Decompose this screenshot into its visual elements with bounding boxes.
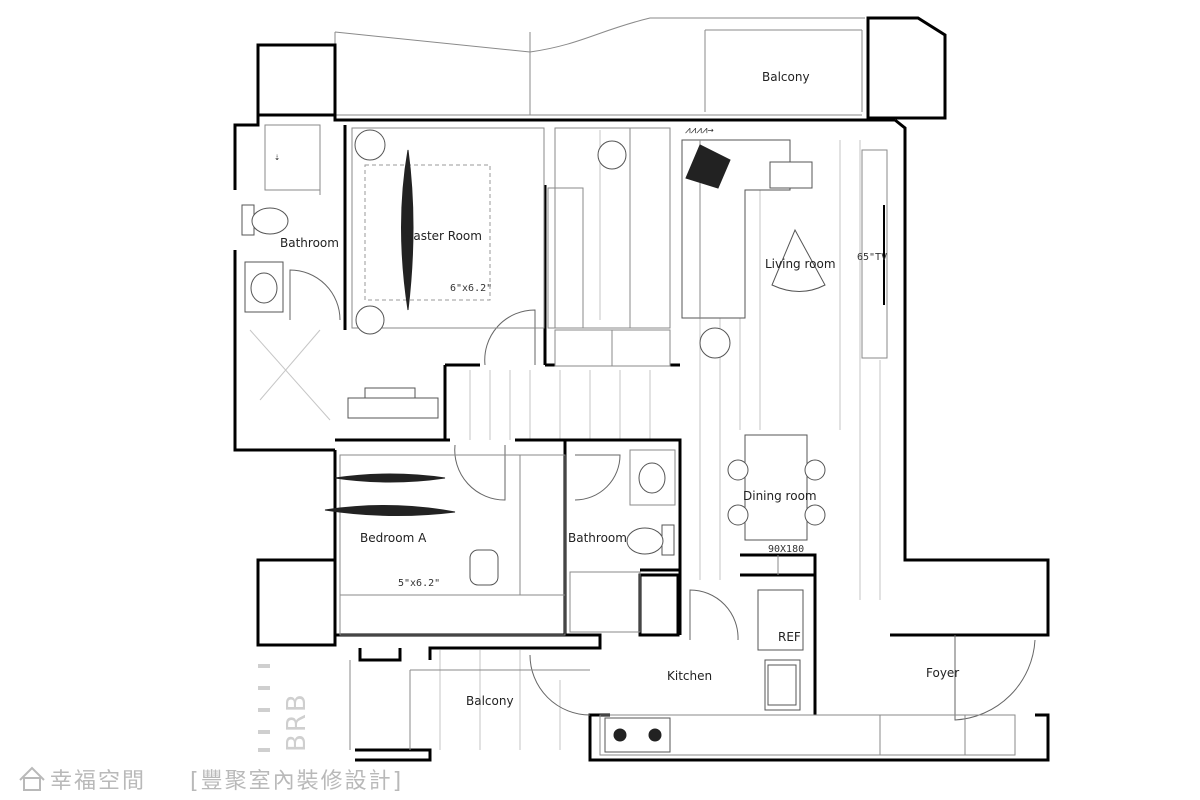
label-dining-room: Dining room <box>743 489 817 503</box>
bathroom-b <box>569 449 676 633</box>
walls <box>233 16 1050 762</box>
label-bedroom-bed-size: 5"x6.2" <box>398 578 440 589</box>
house-outline-icon <box>19 766 45 791</box>
room-labels: Balcony Bathroom Master Room 6"x6.2" Liv… <box>280 70 959 708</box>
label-kitchen: Kitchen <box>667 669 712 683</box>
brb-logo: BRB <box>258 664 312 752</box>
master-room <box>347 127 545 419</box>
label-ref: REF <box>778 630 801 644</box>
stove-burner-icon <box>648 728 662 742</box>
closets <box>547 127 671 367</box>
coffee-table-icon <box>771 228 826 292</box>
label-bathroom-master: Bathroom <box>280 236 339 250</box>
label-bedroom-a: Bedroom A <box>360 531 427 545</box>
brb-logo-text: BRB <box>282 692 312 752</box>
floor-pattern <box>249 130 881 750</box>
label-foyer: Foyer <box>926 666 959 680</box>
sink-icon <box>638 462 666 494</box>
label-bathroom-b: Bathroom <box>568 531 627 545</box>
label-balcony-top: Balcony <box>762 70 810 84</box>
dining-area <box>727 434 826 575</box>
toilet-icon <box>626 527 664 555</box>
stove-burner-icon <box>613 728 627 742</box>
doors <box>289 269 1036 721</box>
shower-head-icon: ⇣ <box>274 152 280 163</box>
label-dining-table-size: 90X180 <box>768 544 804 555</box>
toilet-icon <box>251 207 289 235</box>
label-balcony-bottom: Balcony <box>466 694 514 708</box>
watermark-brand: 幸福空間 <box>50 769 146 794</box>
label-master-room: Master Room <box>403 229 482 243</box>
watermark: 幸福空間 [豐聚室內裝修設計] BRB <box>19 664 403 794</box>
sink-icon <box>250 272 278 304</box>
living-room: ⩘⩘⩘⩘→ <box>681 125 888 359</box>
radiator-icon: ⩘⩘⩘⩘→ <box>685 125 714 136</box>
label-master-bed-size: 6"x6.2" <box>450 283 492 294</box>
watermark-designer: [豐聚室內裝修設計] <box>190 769 403 794</box>
balcony-top <box>334 17 865 116</box>
balcony-bottom <box>349 660 590 750</box>
label-tv: 65"TV <box>857 252 887 263</box>
label-living-room: Living room <box>765 257 836 271</box>
kitchen <box>599 589 1016 756</box>
master-bathroom: ⇣ <box>241 124 321 313</box>
bedroom-a <box>324 454 566 636</box>
